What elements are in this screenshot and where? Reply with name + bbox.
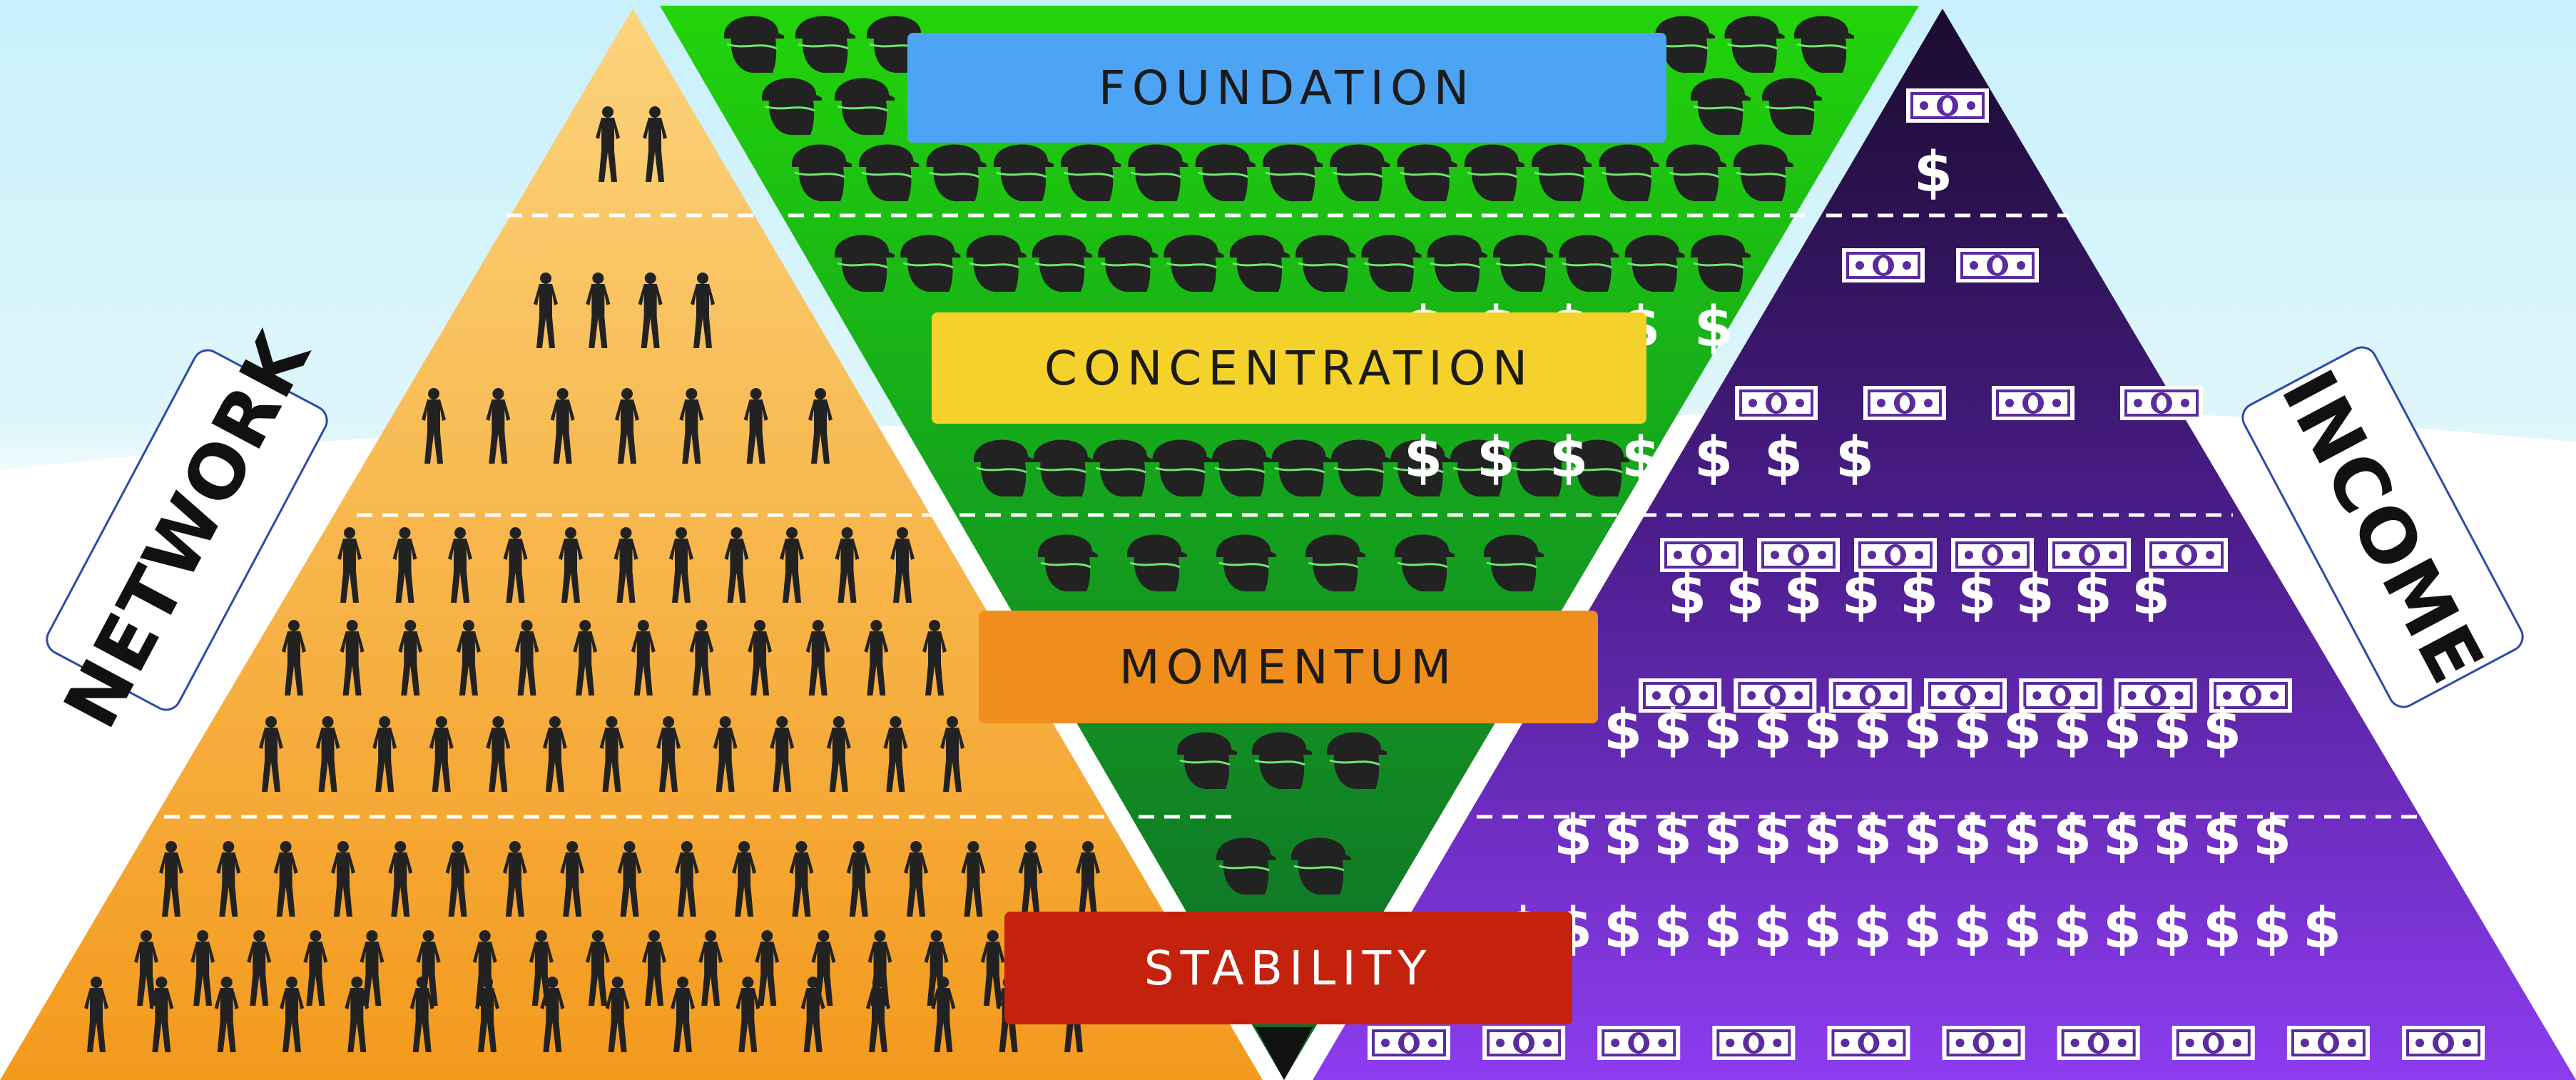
banknote-icon <box>1366 1024 1452 1061</box>
banknote-icon <box>1734 384 1819 422</box>
dollar-sign-icon: $ <box>2053 804 2092 868</box>
dollar-sign-icon: $ <box>1694 426 1733 490</box>
dollar-sign-icon: $ <box>2253 897 2291 961</box>
dollar-sign-icon: $ <box>2003 698 2042 763</box>
dollar-sign-icon: $ <box>1704 698 1742 763</box>
banknote-icon <box>2055 1024 2142 1061</box>
dollar-sign-icon: $ <box>2015 563 2054 627</box>
banknote-icon <box>1862 384 1948 422</box>
dollar-sign-icon: $ <box>1903 698 1942 763</box>
stability-label: STABILITY <box>1004 912 1572 1024</box>
dollar-sign-icon: $ <box>2132 563 2170 627</box>
dollar-sign-icon: $ <box>2074 563 2112 627</box>
dollar-sign-icon: $ <box>1903 804 1942 868</box>
banknote-icon <box>1596 1024 1682 1061</box>
momentum-label: MOMENTUM <box>979 611 1598 723</box>
dollar-sign-icon: $ <box>1842 563 1880 627</box>
dollar-sign-icon: $ <box>1958 563 1996 627</box>
dollar-sign-icon: $ <box>1903 897 1942 961</box>
dollar-sign-icon: $ <box>2103 897 2142 961</box>
dollar-sign-icon: $ <box>1477 426 1515 490</box>
dollar-sign-icon: $ <box>1914 141 1953 205</box>
dollar-sign-icon: $ <box>2153 804 2191 868</box>
dollar-sign-icon: $ <box>1953 698 1992 763</box>
dollar-sign-icon: $ <box>1654 804 1692 868</box>
banknote-icon <box>2119 384 2204 422</box>
dollar-sign-icon: $ <box>2153 897 2191 961</box>
tier-separators <box>164 213 2418 819</box>
dollar-sign-icon: $ <box>1604 698 1642 763</box>
dollar-sign-icon: $ <box>1900 563 1938 627</box>
dollar-sign-icon: $ <box>1783 563 1822 627</box>
dollar-sign-icon: $ <box>2053 698 2092 763</box>
banknote-icon <box>1481 1024 1567 1061</box>
dollar-sign-icon: $ <box>1704 804 1742 868</box>
dollar-sign-icon: $ <box>1694 295 1733 360</box>
dollar-sign-icon: $ <box>1853 698 1892 763</box>
dollar-sign-icon: $ <box>2253 804 2291 868</box>
funnel-tip <box>1256 1027 1313 1080</box>
dollar-sign-icon: $ <box>2103 698 2142 763</box>
dollar-sign-icon: $ <box>2153 698 2191 763</box>
dollar-sign-icon: $ <box>1404 426 1442 490</box>
dollar-sign-icon: $ <box>2203 698 2241 763</box>
dollar-sign-icon: $ <box>1549 426 1588 490</box>
income-pyramid <box>1313 9 2576 1080</box>
dollar-sign-icon: $ <box>1764 426 1803 490</box>
dollar-sign-icon: $ <box>1953 897 1992 961</box>
dollar-sign-icon: $ <box>1803 804 1842 868</box>
dollar-sign-icon: $ <box>1668 563 1706 627</box>
dollar-sign-icon: $ <box>1604 804 1642 868</box>
dollar-sign-icon: $ <box>1836 426 1874 490</box>
dollar-sign-icon: $ <box>1704 897 1742 961</box>
dollar-sign-icon: $ <box>2053 897 2092 961</box>
dollar-sign-icon: $ <box>1654 698 1692 763</box>
dollar-sign-icon: $ <box>1753 897 1792 961</box>
dollar-sign-icon: $ <box>1753 698 1792 763</box>
banknote-icon <box>1841 247 1926 284</box>
foundation-label: FOUNDATION <box>907 33 1666 143</box>
dollar-sign-icon: $ <box>1853 804 1892 868</box>
dollar-sign-icon: $ <box>1803 698 1842 763</box>
banknote-icon <box>2285 1024 2371 1061</box>
dollar-sign-icon: $ <box>1753 804 1792 868</box>
dollar-sign-icon: $ <box>2003 897 2042 961</box>
banknote-icon <box>1711 1024 1797 1061</box>
banknote-icon <box>1940 1024 2027 1061</box>
dollar-sign-icon: $ <box>2203 897 2241 961</box>
banknote-icon <box>2170 1024 2256 1061</box>
dollar-sign-icon: $ <box>2303 897 2341 961</box>
banknote-icon <box>2401 1024 2486 1061</box>
income-money-group: $$$$$$$$$$$$$$$$$$$$$$$$$$$$$$$$$$$$$$$$… <box>1366 87 2486 1061</box>
dollar-sign-icon: $ <box>2203 804 2241 868</box>
banknote-icon <box>1905 87 1990 124</box>
dollar-sign-icon: $ <box>1654 897 1692 961</box>
dollar-sign-icon: $ <box>1803 897 1842 961</box>
dollar-sign-icon: $ <box>1554 804 1592 868</box>
banknote-icon <box>1826 1024 1912 1061</box>
banknote-icon <box>1955 247 2040 284</box>
dollar-sign-icon: $ <box>1622 426 1660 490</box>
dollar-sign-icon: $ <box>1853 897 1892 961</box>
dollar-sign-icon: $ <box>1604 897 1642 961</box>
dollar-sign-icon: $ <box>1726 563 1764 627</box>
concentration-label: CONCENTRATION <box>932 312 1646 424</box>
dollar-sign-icon: $ <box>2103 804 2142 868</box>
banknote-icon <box>1990 384 2076 422</box>
dollar-sign-icon: $ <box>2003 804 2042 868</box>
dollar-sign-icon: $ <box>1953 804 1992 868</box>
